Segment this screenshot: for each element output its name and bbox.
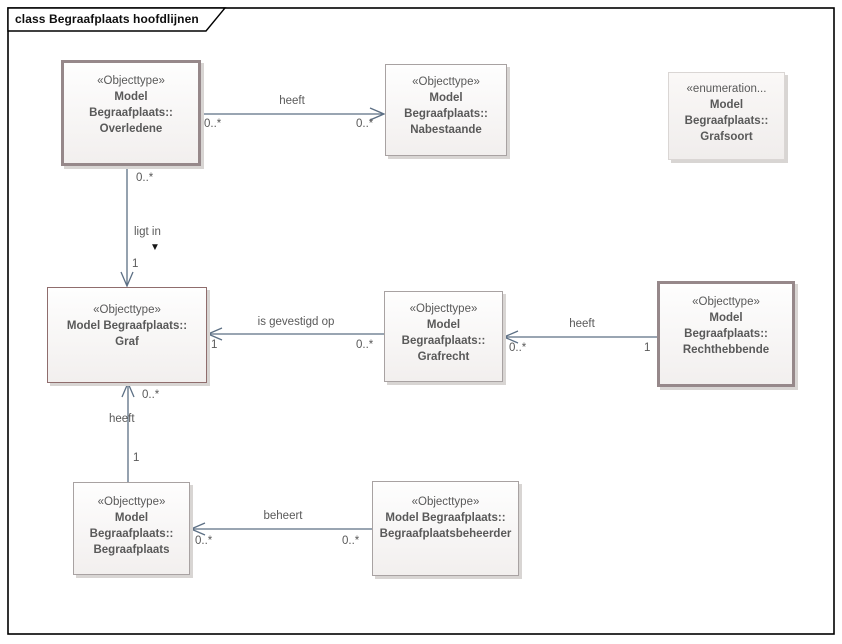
class-name-line: Begraafplaats:: <box>404 108 488 120</box>
connector-line-overledene-ligt-in-graf[interactable] <box>120 165 134 288</box>
source-multiplicity: 0..* <box>342 535 360 547</box>
target-multiplicity: 0..* <box>509 342 527 354</box>
connector-label-heeft: heeft <box>569 318 595 330</box>
class-name-line: Overledene <box>99 123 163 135</box>
class-name-line: Model <box>709 99 744 111</box>
stereotype-label: «Objecttype» <box>409 303 478 315</box>
diagram-frame <box>7 7 835 635</box>
connector-label-beheert: beheert <box>263 510 303 522</box>
connector-label-is-gevestigd-op: is gevestigd op <box>257 316 335 328</box>
class-box-begraafplaatsbeheerder[interactable]: «Objecttype» Model Begraafplaats:: Begra… <box>372 481 519 576</box>
class-box-grafrecht[interactable]: «Objecttype» Model Begraafplaats:: Grafr… <box>384 291 503 382</box>
class-name-line: Begraafplaats:: <box>684 115 769 127</box>
connector-label-ligt-in: ligt in <box>134 226 161 238</box>
class-box-begraafplaats[interactable]: «Objecttype» Model Begraafplaats:: Begra… <box>73 482 190 575</box>
stereotype-label: «Objecttype» <box>412 76 480 88</box>
open-arrowhead-icon <box>121 381 135 398</box>
class-box-rechthebbende[interactable]: «Objecttype» Model Begraafplaats:: Recht… <box>657 281 795 387</box>
stereotype-label: «Objecttype» <box>97 75 165 87</box>
connector-line-rechthebbende-heeft-grafrecht[interactable] <box>502 330 657 344</box>
diagram-title: class Begraafplaats hoofdlijnen <box>15 12 199 26</box>
source-multiplicity: 0..* <box>356 339 374 351</box>
target-multiplicity: 0..* <box>195 535 213 547</box>
stereotype-label: «Objecttype» <box>411 496 480 508</box>
stereotype-label: «Objecttype» <box>97 496 166 508</box>
connector-line-begraafplaats-heeft-graf[interactable] <box>121 381 135 482</box>
source-multiplicity: 1 <box>644 342 651 354</box>
class-name-line: Begraafplaats:: <box>684 328 768 340</box>
target-multiplicity: 1 <box>211 339 218 351</box>
class-name-line: Model <box>114 512 149 524</box>
stereotype-label: «enumeration... <box>686 83 767 95</box>
stereotype-label: «Objecttype» <box>93 304 161 316</box>
class-name-line: Model <box>709 312 743 324</box>
connector-line-begraafplaatsbeheerder-beheert-begraafplaats[interactable] <box>189 522 372 536</box>
connector-line-overledene-heeft-nabestaande[interactable] <box>201 107 386 121</box>
class-name-line: Model <box>426 319 461 331</box>
source-multiplicity: 1 <box>133 452 140 464</box>
target-multiplicity: 0..* <box>142 389 160 401</box>
class-name-line: Grafrecht <box>417 351 470 363</box>
class-name-line: Model <box>429 92 463 104</box>
class-name-line: Grafsoort <box>700 131 753 143</box>
class-name-line: Begraafplaats:: <box>89 107 173 119</box>
class-name-line: Graf <box>115 336 139 348</box>
connector-label-heeft: heeft <box>109 413 135 425</box>
diagram-title-tab <box>7 7 227 32</box>
class-name-line: Begraafplaats:: <box>401 335 486 347</box>
class-box-nabestaande[interactable]: «Objecttype» Model Begraafplaats:: Nabes… <box>385 64 507 156</box>
class-name-line: Model <box>114 91 148 103</box>
open-arrowhead-icon <box>369 107 386 121</box>
open-arrowhead-icon <box>120 271 134 288</box>
enumeration-box-grafsoort[interactable]: «enumeration... Model Begraafplaats:: Gr… <box>668 72 785 160</box>
class-name-line: Begraafplaatsbeheerder <box>379 528 512 540</box>
class-name-line: Model Begraafplaats:: <box>385 512 506 524</box>
source-multiplicity: 0..* <box>136 172 154 184</box>
class-name-line: Nabestaande <box>410 124 482 136</box>
class-box-graf[interactable]: «Objecttype» Model Begraafplaats:: Graf <box>47 287 207 383</box>
target-multiplicity: 1 <box>132 258 139 270</box>
class-name-line: Rechthebbende <box>682 344 770 356</box>
class-name-line: Model Begraafplaats:: <box>66 320 188 332</box>
open-arrowhead-icon <box>189 522 206 536</box>
class-name-line: Begraafplaats:: <box>89 528 174 540</box>
open-arrowhead-icon <box>502 330 519 344</box>
open-arrowhead-icon <box>206 327 223 341</box>
connector-label-heeft: heeft <box>279 95 305 107</box>
source-multiplicity: 0..* <box>204 118 222 130</box>
class-name-line: Begraafplaats <box>93 544 170 556</box>
direction-indicator-icon: ▼ <box>150 242 160 253</box>
stereotype-label: «Objecttype» <box>692 296 760 308</box>
target-multiplicity: 0..* <box>356 118 374 130</box>
connector-line-grafrecht-is-gevestigd-op-graf[interactable] <box>206 327 384 341</box>
class-box-overledene[interactable]: «Objecttype» Model Begraafplaats:: Overl… <box>61 60 201 166</box>
